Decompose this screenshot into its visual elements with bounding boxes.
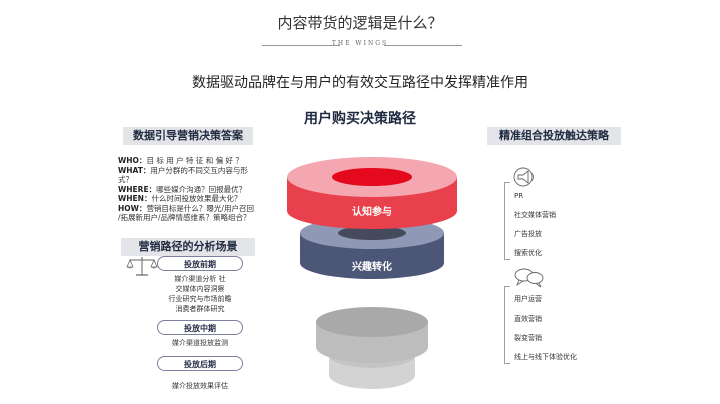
stage-mid-launch-details: 媒介渠道投放监测 bbox=[150, 338, 250, 348]
stage-detail: 行业研究与市场前瞻 bbox=[168, 295, 232, 303]
question-key: WHO： bbox=[118, 156, 147, 165]
title-rule-left bbox=[262, 45, 340, 46]
strategy-item: 搜索优化 bbox=[514, 249, 542, 257]
question-text: /拓展新用户/品牌情感维系？策略组合？ bbox=[118, 213, 251, 222]
question-key: WHAT： bbox=[118, 165, 151, 175]
stage-pre-launch: 投放前期 bbox=[157, 256, 243, 271]
data-decision-heading: 数据引导营销决策答案 bbox=[123, 127, 253, 145]
question-text: 用户分群的不同交互内容与形 bbox=[150, 165, 248, 175]
strategy-item: 直效营销 bbox=[514, 315, 542, 323]
question-text: 目 标 用 户 特 征 和 偏 好 ？ bbox=[146, 156, 243, 165]
stage-detail: 媒介渠道分析 社 bbox=[174, 275, 226, 283]
question-row: 式？ bbox=[118, 175, 288, 185]
precision-strategy-heading: 精准组合投放触达策略 bbox=[487, 127, 621, 145]
question-row: WHERE：哪些媒介沟通？回报最优？ bbox=[118, 185, 288, 195]
chat-bubbles-icon bbox=[514, 268, 544, 288]
funnel-stage-awareness: 认知参与 bbox=[352, 207, 392, 218]
page-title: 内容带货的逻辑是什么？ bbox=[277, 14, 443, 32]
purchase-funnel bbox=[287, 157, 457, 389]
funnel-tier-lower-top bbox=[316, 307, 428, 337]
funnel-tier-navy-hole bbox=[338, 226, 406, 240]
question-text: 营销目标是什么？曝光/用户召回 bbox=[146, 203, 254, 213]
question-row: WHAT：用户分群的不同交互内容与形 bbox=[118, 166, 288, 176]
question-row: HOW：营销目标是什么？曝光/用户召回 bbox=[118, 204, 288, 214]
strategy-item: 裂变营销 bbox=[514, 334, 542, 342]
strategy-item: 广告投放 bbox=[514, 230, 542, 238]
question-key: WHEN： bbox=[118, 194, 152, 203]
stage-detail: 消费者群体研究 bbox=[175, 305, 225, 313]
page-subtitle: 数据驱动品牌在与用户的有效交互路径中发挥精准作用 bbox=[192, 75, 528, 91]
question-row: WHO：目 标 用 户 特 征 和 偏 好 ？ bbox=[118, 156, 288, 166]
strategy-item: 用户运营 bbox=[514, 295, 542, 303]
funnel-stage-interest: 兴趣转化 bbox=[352, 262, 392, 273]
stage-mid-launch: 投放中期 bbox=[157, 320, 243, 335]
stage-post-launch-details: 媒介投放效果评估 bbox=[150, 381, 250, 391]
stage-detail: 交媒体内容洞察 bbox=[175, 285, 225, 293]
pr-megaphone-icon bbox=[513, 167, 534, 187]
strategy-item: PR bbox=[514, 192, 524, 200]
scales-icon bbox=[126, 257, 158, 276]
bracket-group-2 bbox=[504, 286, 510, 364]
strategy-item: 线上与线下体验优化 bbox=[514, 353, 577, 361]
question-text: 哪些媒介沟通？回报最优？ bbox=[156, 184, 247, 194]
funnel-tier-red-hole bbox=[332, 168, 412, 186]
question-key: HOW： bbox=[118, 203, 147, 213]
scene-heading: 营销路径的分析场景 bbox=[121, 238, 255, 256]
title-rule-right bbox=[384, 45, 462, 46]
stage-detail: 媒介渠道投放监测 bbox=[172, 339, 228, 347]
funnel-title: 用户购买决策路径 bbox=[304, 111, 416, 127]
question-row: /拓展新用户/品牌情感维系？策略组合？ bbox=[118, 213, 288, 223]
question-key: WHERE： bbox=[118, 184, 157, 194]
stage-pre-launch-details: 媒介渠道分析 社 交媒体内容洞察 行业研究与市场前瞻 消费者群体研究 bbox=[150, 274, 250, 314]
bracket-group-1 bbox=[504, 182, 510, 260]
stage-detail: 媒介投放效果评估 bbox=[172, 382, 228, 390]
question-list: WHO：目 标 用 户 特 征 和 偏 好 ？ WHAT：用户分群的不同交互内容… bbox=[118, 156, 288, 223]
brand-mark: THE WINGS bbox=[331, 40, 389, 47]
strategy-item: 社交媒体营销 bbox=[514, 211, 556, 219]
question-row: WHEN：什么时间投放效果最大化？ bbox=[118, 194, 288, 204]
question-text: 式？ bbox=[118, 175, 133, 184]
question-text: 什么时间投放效果最大化？ bbox=[151, 194, 242, 203]
stage-post-launch: 投放后期 bbox=[157, 356, 243, 371]
